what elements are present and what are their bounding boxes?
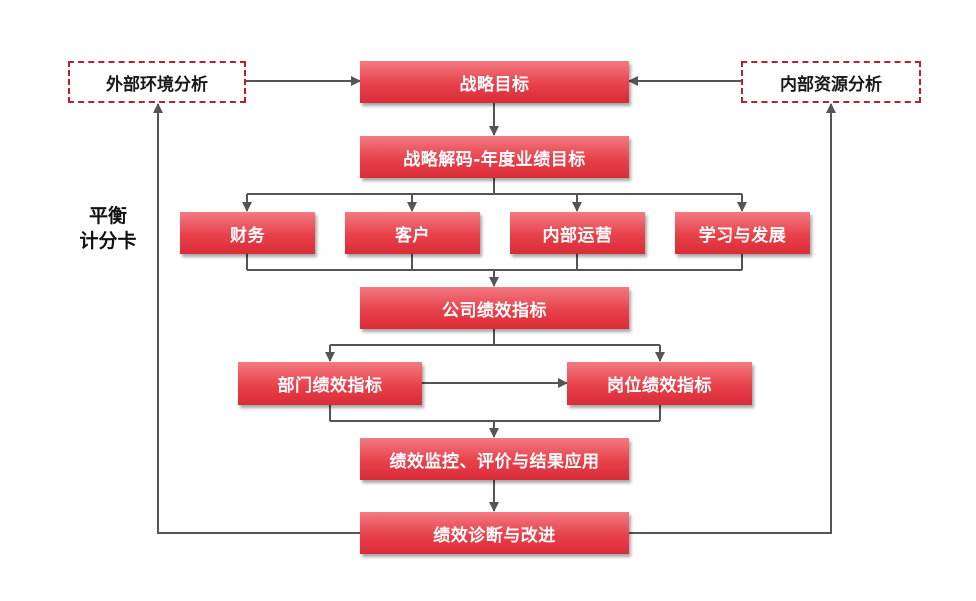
diagnosis-improvement-box: 绩效诊断与改进 <box>360 512 629 554</box>
perspective-learning-box: 学习与发展 <box>675 212 810 254</box>
perspective-customer-box: 客户 <box>345 212 480 254</box>
position-kpi-box: 岗位绩效指标 <box>567 362 752 405</box>
feedback-loop-right <box>629 103 836 534</box>
monitor-evaluation-box: 绩效监控、评价与结果应用 <box>360 438 629 480</box>
internal-resource-analysis-box: 内部资源分析 <box>741 61 921 103</box>
strategy-goal-box: 战略目标 <box>360 61 629 103</box>
merge-to-monitor <box>329 405 661 422</box>
external-environment-analysis-box: 外部环境分析 <box>68 61 246 103</box>
perspective-finance-box: 财务 <box>180 212 315 254</box>
balanced-scorecard-line1: 平衡 <box>88 205 127 227</box>
merge-perspectives-to-company <box>246 254 743 271</box>
perspective-operations-box: 内部运营 <box>510 212 645 254</box>
branch-decode-to-perspectives <box>247 178 742 195</box>
balanced-scorecard-line2: 计分卡 <box>79 230 137 252</box>
branch-company-to-dept-position <box>330 329 660 346</box>
balanced-scorecard-label: 平衡 计分卡 <box>76 204 140 254</box>
company-kpi-box: 公司绩效指标 <box>360 287 629 329</box>
department-kpi-box: 部门绩效指标 <box>238 362 422 405</box>
feedback-loop-left <box>153 103 360 534</box>
strategy-decoding-box: 战略解码-年度业绩目标 <box>360 136 629 178</box>
